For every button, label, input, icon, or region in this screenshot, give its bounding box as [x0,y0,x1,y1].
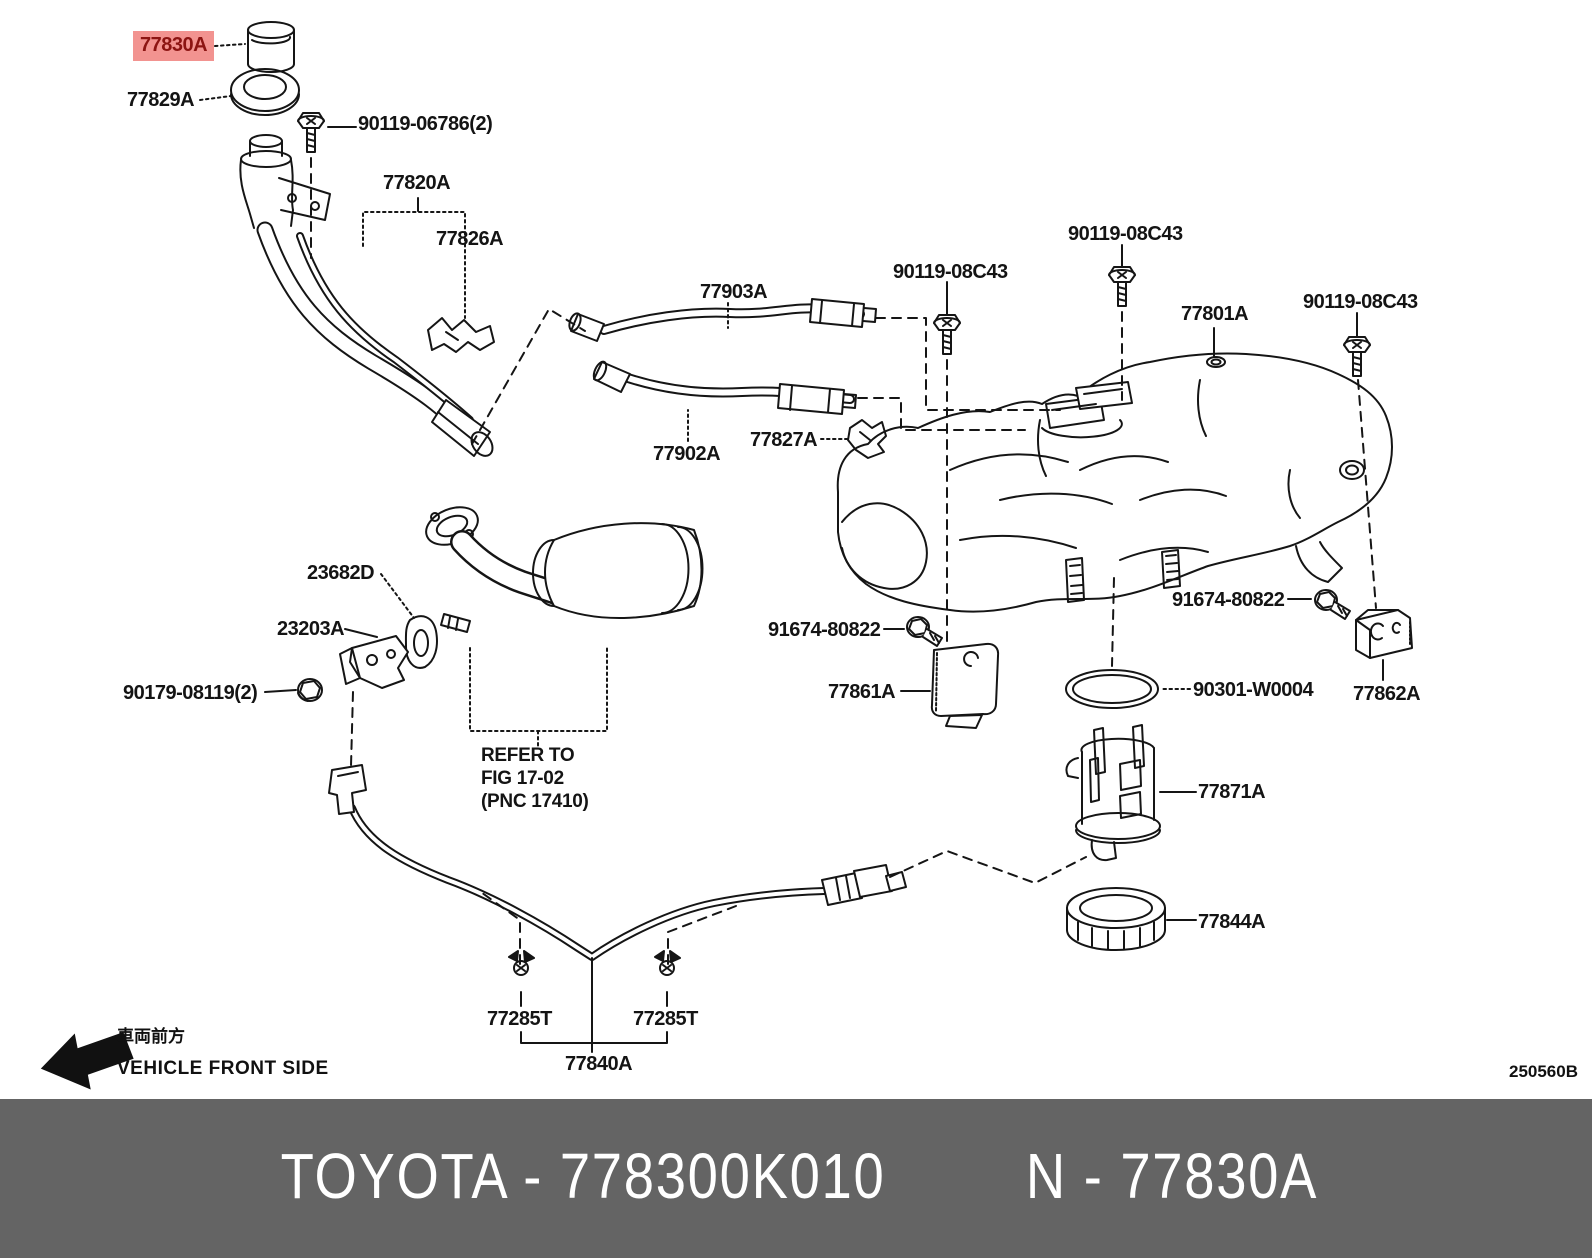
part-label-90301-w0004[interactable]: 90301-W0004 [1193,679,1314,701]
part-label-91674-left[interactable]: 91674-80822 [768,619,881,641]
part-label-77903a[interactable]: 77903A [700,281,768,303]
bolt-90119-06786-drawing [297,112,325,153]
clip-77827-drawing [847,419,887,459]
vehicle-front-arrow-icon [40,1032,134,1090]
leader-lines [264,126,1384,1053]
bolt-91674-left-drawing [906,616,943,647]
part-label-77830a-selected[interactable]: 77830A [133,31,215,61]
catalytic-converter-drawing [339,506,704,689]
refer-note-line1: REFER TO [481,745,575,766]
part-label-90119-08c43-2[interactable]: 90119-08C43 [1068,223,1183,245]
pipe-77902-drawing [592,360,857,415]
part-label-90119-08c43-3[interactable]: 90119-08C43 [1303,291,1418,313]
dashed-assembly-lines [310,157,1377,965]
bolt-90119-08c43-2-drawing [1108,266,1136,307]
part-label-77801a[interactable]: 77801A [1181,303,1249,325]
filler-pipe-drawing [239,134,494,457]
retainer-ring-drawing [1066,887,1166,951]
bolt-91674-right-drawing [1314,589,1351,620]
part-label-77829a[interactable]: 77829A [127,89,195,111]
part-label-91674-right[interactable]: 91674-80822 [1172,589,1285,611]
footer-bar: TOYOTA - 778300K010 N - 77830A [0,1099,1592,1258]
vehicle-front-label-jp: 車両前方 [117,1027,185,1046]
bracket-77862-drawing [1355,609,1413,659]
footer-part-number: TOYOTA - 778300K010 [280,1139,886,1212]
part-label-77826a[interactable]: 77826A [436,228,504,250]
part-label-90119-08c43-1[interactable]: 90119-08C43 [893,261,1008,283]
drawing-code: 250560B [1508,1062,1578,1081]
refer-note-line2: FIG 17-02 [481,768,564,789]
vehicle-front-label-en: VEHICLE FRONT SIDE [117,1058,329,1079]
part-label-77862a[interactable]: 77862A [1353,683,1421,705]
fuel-tank-drawing [836,352,1393,613]
shield-plate-drawing [930,642,1000,729]
part-label-77827a[interactable]: 77827A [750,429,818,451]
harness-drawing [328,764,907,961]
part-label-77285t-left[interactable]: 77285T [487,1008,552,1030]
part-label-90179-08119[interactable]: 90179-08119(2) [123,682,258,704]
part-label-23203a[interactable]: 23203A [277,618,345,640]
part-label-23682d[interactable]: 23682D [307,562,375,584]
part-label-77861a[interactable]: 77861A [828,681,896,703]
footer-part-code: N - 77830A [1025,1139,1319,1212]
part-label-77844a[interactable]: 77844A [1198,911,1266,933]
bolt-90119-08c43-1-drawing [933,314,961,355]
pipe-77903-drawing [568,298,877,342]
clip-77285-left-drawing [508,950,535,976]
part-label-77285t-right[interactable]: 77285T [633,1008,698,1030]
fuel-pump-drawing [1065,724,1161,862]
part-label-77820a[interactable]: 77820A [383,172,451,194]
part-label-77871a[interactable]: 77871A [1198,781,1266,803]
filler-gasket-drawing [230,68,300,116]
dotted-leader-lines [199,43,1191,747]
refer-note-line3: (PNC 17410) [481,791,589,812]
part-label-90119-06786[interactable]: 90119-06786(2) [358,113,493,135]
part-label-77840a[interactable]: 77840A [565,1053,633,1075]
nut-90179-drawing [297,678,323,702]
clip-77826-drawing [427,317,495,353]
refer-note: REFER TO FIG 17-02 (PNC 17410) [481,744,589,813]
oring-drawing [1065,669,1159,709]
bolt-90119-08c43-3-drawing [1343,336,1371,377]
part-label-77902a[interactable]: 77902A [653,443,721,465]
fuel-cap-drawing [247,21,295,73]
